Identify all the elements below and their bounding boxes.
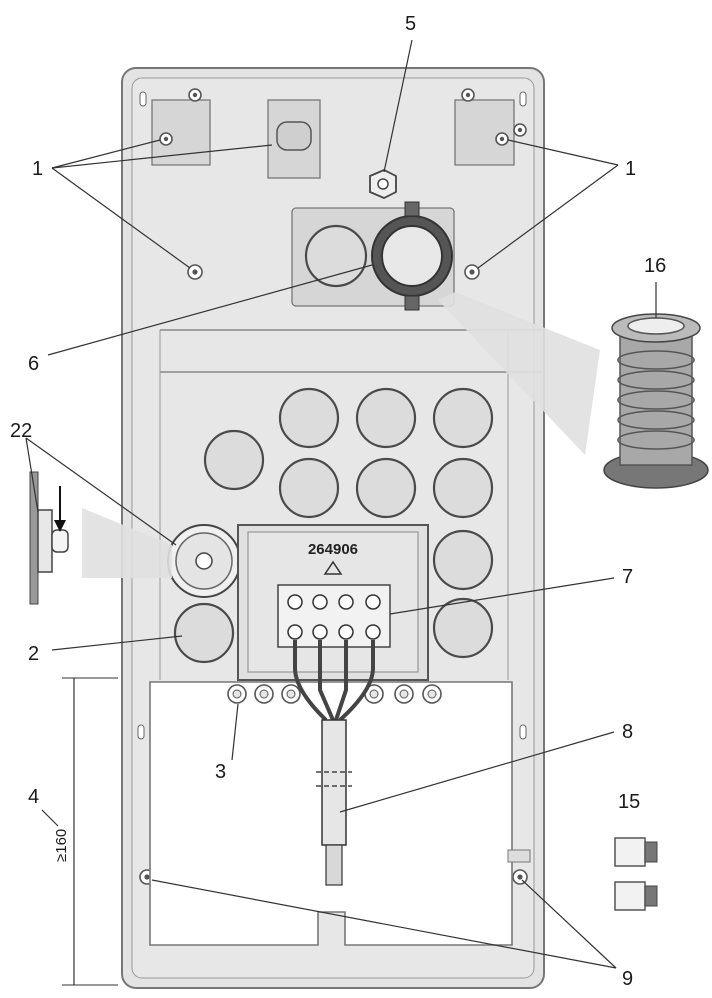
water-nipple: [369, 169, 397, 199]
bellows-grommet: [603, 313, 709, 489]
callout-1-right: 1: [625, 158, 636, 180]
threaded-plugs: [614, 837, 658, 911]
terminal-block: 264906: [237, 524, 429, 681]
sealing-plug-detail: [29, 471, 69, 605]
callout-16: 16: [644, 255, 666, 277]
callout-8: 8: [622, 721, 633, 743]
callout-4: 4: [28, 786, 39, 808]
cable-rings: [227, 684, 442, 704]
callout-6: 6: [28, 353, 39, 375]
detail-beam-bellows: [438, 292, 600, 455]
callouts: 1 1 5 16 6 22 7 2 3 8 4 15 9 ≥160: [10, 13, 666, 990]
callout-1-left: 1: [32, 158, 43, 180]
callout-22: 22: [10, 420, 32, 442]
knockout-grid: [173, 387, 494, 664]
callout-3: 3: [215, 761, 226, 783]
callout-5: 5: [405, 13, 416, 35]
mounting-screws: [139, 88, 528, 885]
dimension-value: ≥160: [53, 829, 70, 862]
sealing-plug-mounted: [167, 524, 241, 598]
leader-lines: [25, 39, 657, 969]
callout-15: 15: [618, 791, 640, 813]
supply-cable: [293, 640, 375, 886]
dimension-line: [62, 677, 118, 986]
callout-7: 7: [622, 566, 633, 588]
callout-9: 9: [622, 968, 633, 990]
detail-beam-plug: [82, 508, 172, 578]
terminal-code: 264906: [308, 541, 358, 558]
callout-2: 2: [28, 643, 39, 665]
